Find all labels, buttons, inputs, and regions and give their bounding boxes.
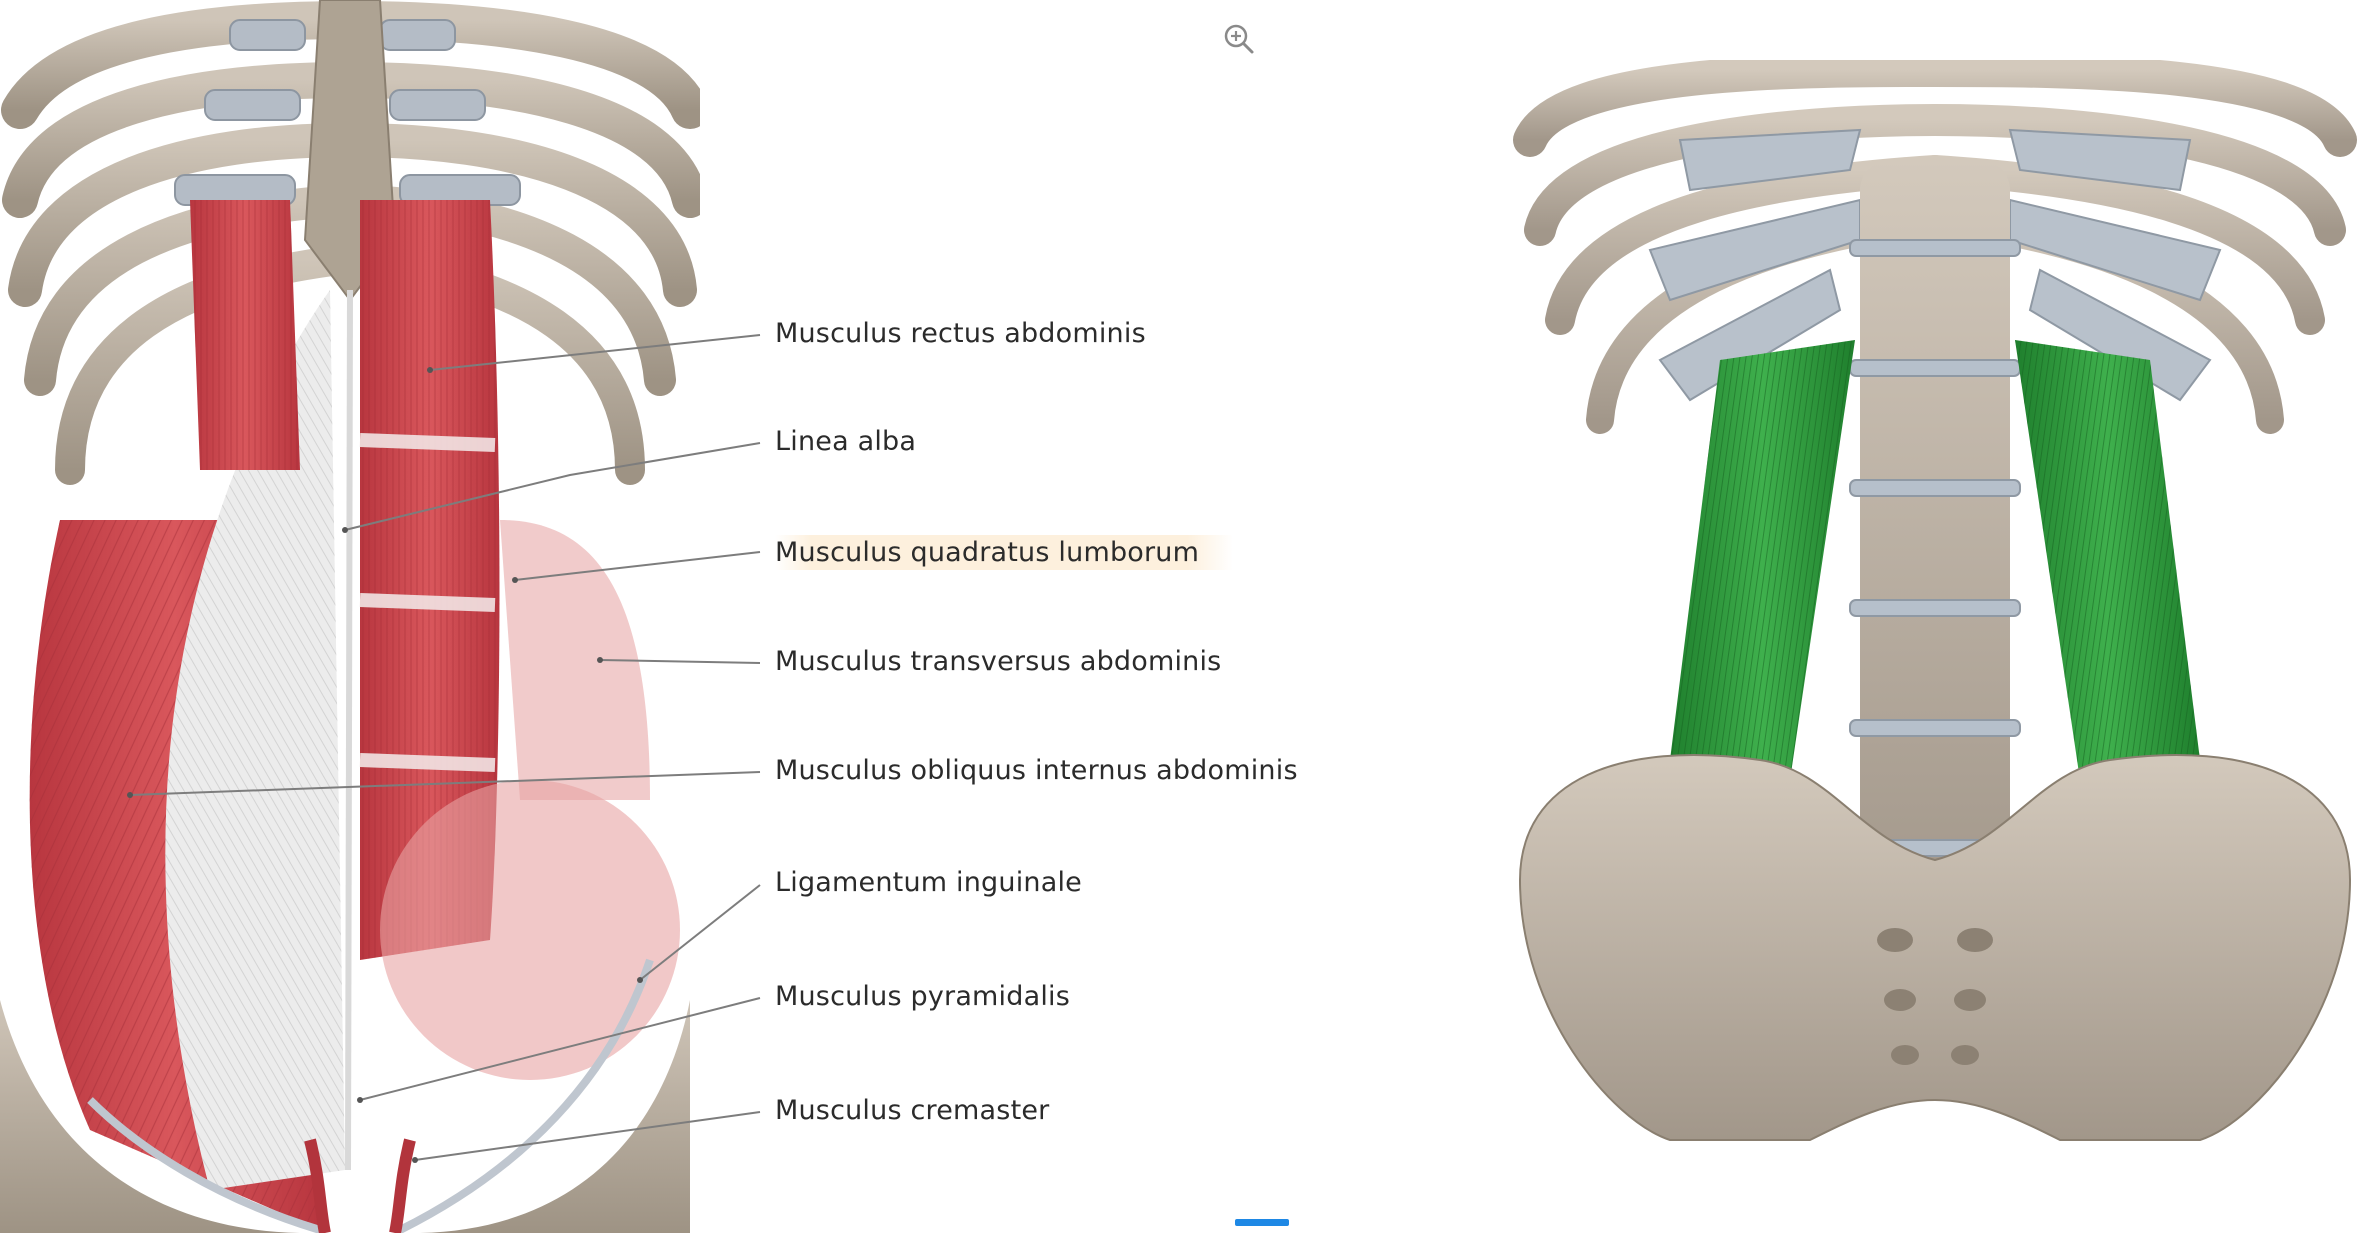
page-indicator[interactable]	[1235, 1219, 1289, 1226]
abdominal-wall-illustration	[0, 0, 700, 1233]
label-transversus-abdominis[interactable]: Musculus transversus abdominis	[775, 646, 1222, 677]
label-obliquus-internus[interactable]: Musculus obliquus internus abdominis	[775, 755, 1298, 786]
pelvis	[0, 1000, 690, 1233]
obliquus-internus-translucent	[380, 780, 680, 1080]
zoom-in-icon[interactable]	[1222, 22, 1256, 56]
label-ligamentum-inguinale[interactable]: Ligamentum inguinale	[775, 867, 1082, 898]
label-rectus-abdominis[interactable]: Musculus rectus abdominis	[775, 318, 1146, 349]
costal-cartilages	[174, 19, 521, 206]
transversus-abdominis	[500, 520, 650, 800]
linea-alba	[345, 289, 353, 1171]
pelvis-right-figure	[1518, 754, 2352, 1141]
label-linea-alba[interactable]: Linea alba	[775, 426, 917, 457]
sacrum-foramina	[1877, 928, 1993, 1065]
label-pyramidalis[interactable]: Musculus pyramidalis	[775, 981, 1071, 1012]
costal-cartilages-right-figure	[1648, 128, 2222, 402]
label-quadratus-lumborum[interactable]: Musculus quadratus lumborum	[775, 535, 1234, 570]
label-cremaster[interactable]: Musculus cremaster	[775, 1095, 1050, 1126]
lumbar-spine	[1849, 160, 2021, 920]
posterior-abdominal-wall-illustration	[1513, 60, 2357, 1141]
cremaster	[304, 1138, 331, 1233]
